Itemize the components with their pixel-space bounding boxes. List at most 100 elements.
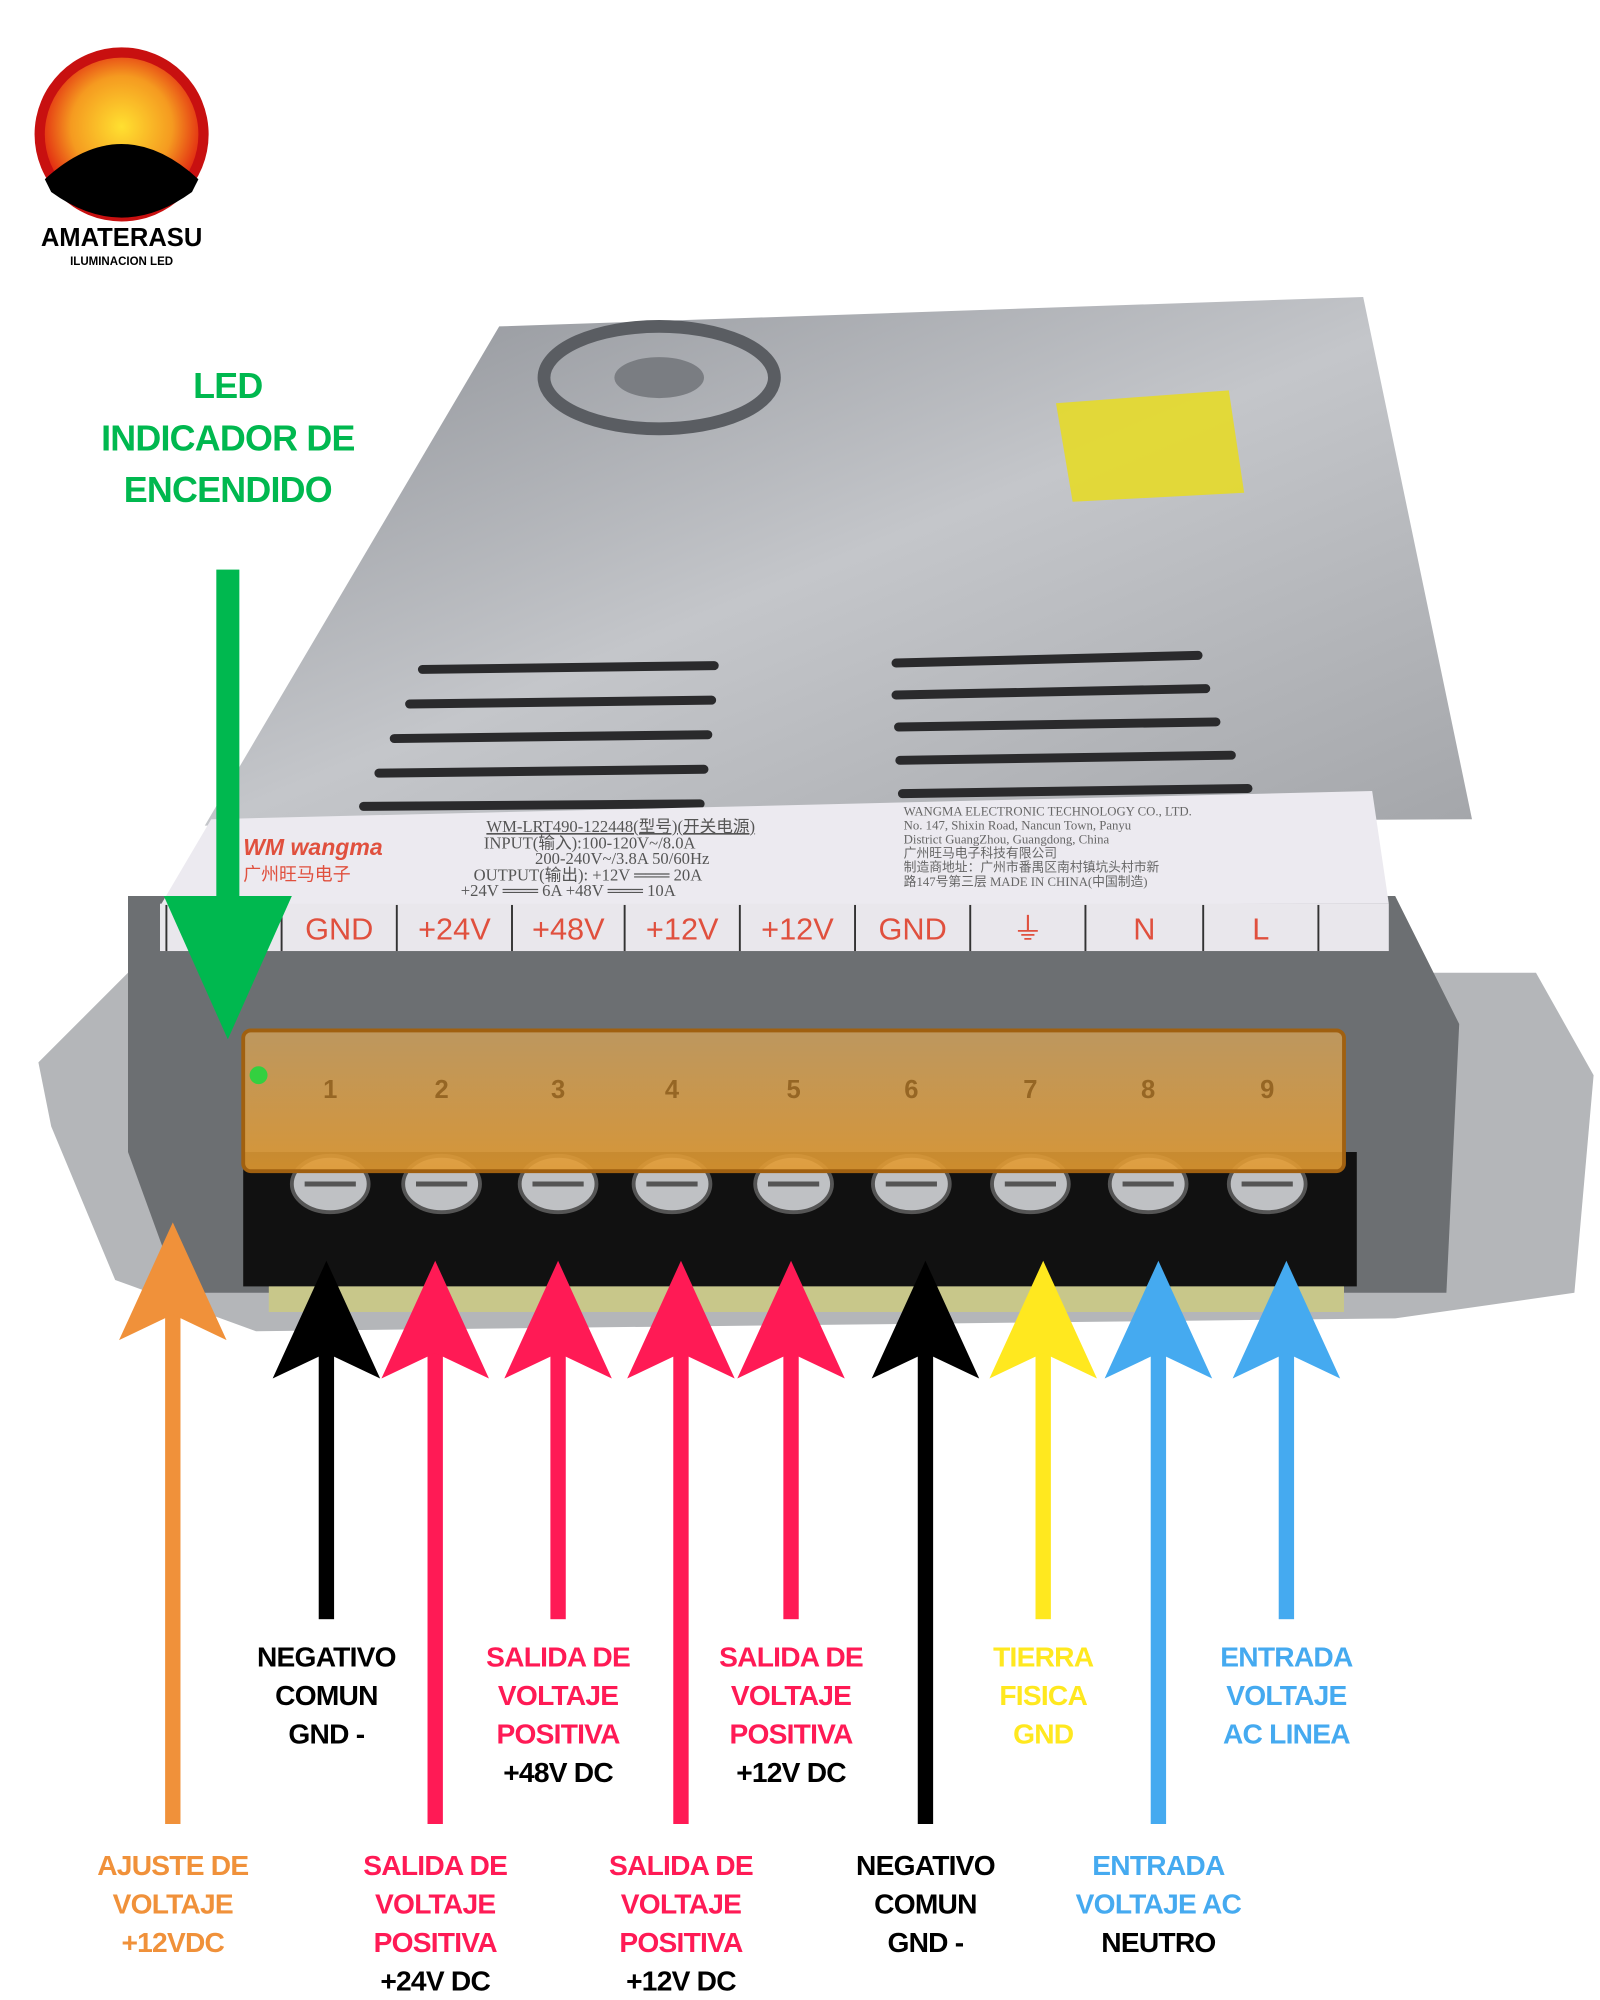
terminal-label: +24V xyxy=(418,912,491,947)
annotation-line: ENTRADA xyxy=(1092,1850,1225,1881)
arrow-shaft xyxy=(165,1312,181,1824)
amaterasu-logo: AMATERASU ILUMINACION LED xyxy=(34,47,209,268)
arrow-up-icon xyxy=(504,1260,612,1379)
terminal-number: 6 xyxy=(904,1076,918,1104)
annotation-entrada-neutro: ENTRADA VOLTAJE AC NEUTRO xyxy=(1076,1260,1242,1958)
annotation-line: VOLTAJE xyxy=(498,1680,618,1711)
arrow-up-icon xyxy=(737,1260,845,1379)
terminal-label: GND xyxy=(879,912,947,947)
annotation-line: GND xyxy=(1013,1718,1074,1749)
arrow-shaft xyxy=(318,1350,335,1620)
arrow-down-icon xyxy=(163,896,292,1040)
arrow-shaft xyxy=(783,1350,799,1620)
terminal-number: 4 xyxy=(665,1076,680,1104)
terminal-label: +12V xyxy=(761,912,834,947)
arrow-shaft xyxy=(427,1350,443,1824)
led-callout-line: LED xyxy=(193,366,262,406)
annotation-line: COMUN xyxy=(275,1680,378,1711)
logo-tagline: ILUMINACION LED xyxy=(70,256,173,268)
model-text: WM-LRT490-122448(型号)(开关电源) xyxy=(486,817,755,836)
annotation-line: AC LINEA xyxy=(1223,1718,1350,1749)
annotation-salida-24v: SALIDA DE VOLTAJE POSITIVA +24V DC xyxy=(363,1260,508,1996)
yellow-sticker xyxy=(1056,390,1245,502)
annotation-line: GND - xyxy=(288,1718,364,1749)
fan-grille-icon xyxy=(537,320,781,436)
annotation-line: VOLTAJE xyxy=(375,1889,495,1920)
annotation-line: POSITIVA xyxy=(496,1718,620,1749)
terminal-label: +48V xyxy=(532,912,605,947)
logo-name: AMATERASU xyxy=(41,224,203,252)
led-arrow-shaft xyxy=(216,569,240,903)
annotation-line: +12V DC xyxy=(736,1757,846,1788)
terminal-label: +12V xyxy=(646,912,719,947)
psu-top-face xyxy=(204,296,1472,826)
annotation-line: SALIDA DE xyxy=(609,1850,753,1881)
arrow-up-icon xyxy=(871,1260,980,1379)
arrow-up-icon xyxy=(1104,1260,1213,1379)
output1-text: OUTPUT(输出): +12V ═══ 20A xyxy=(474,866,703,885)
terminal-label: N xyxy=(1133,912,1155,947)
annotation-ajuste-voltaje: AJUSTE DE VOLTAJE +12VDC xyxy=(97,1222,249,1958)
arrow-up-icon xyxy=(989,1260,1097,1379)
annotation-line: SALIDA DE xyxy=(363,1850,507,1881)
terminal-number: 3 xyxy=(551,1076,565,1104)
fan-hub xyxy=(614,357,704,399)
brand-text: WM wangma xyxy=(243,834,383,860)
led-callout: LED INDICADOR DE ENCENDIDO xyxy=(101,366,355,1040)
annotation-line: NEUTRO xyxy=(1101,1927,1215,1958)
annotation-line: VOLTAJE xyxy=(1226,1680,1346,1711)
arrow-shaft xyxy=(550,1350,566,1620)
company-line: No. 147, Shixin Road, Nancun Town, Panyu xyxy=(904,818,1132,832)
company-line: 制造商地址：广州市番禺区南村镇坑头村市新 xyxy=(904,860,1160,875)
annotation-line: GND - xyxy=(887,1927,963,1958)
input2-text: 200-240V~/3.8A 50/60Hz xyxy=(535,849,709,868)
company-line: District GuangZhou, Guangdong, China xyxy=(904,833,1110,847)
annotation-line: AJUSTE DE xyxy=(97,1850,248,1881)
terminal-number: 2 xyxy=(434,1076,448,1104)
annotation-line: FISICA xyxy=(999,1680,1087,1711)
annotation-line: POSITIVA xyxy=(374,1927,498,1958)
annotation-line: VOLTAJE xyxy=(113,1889,233,1920)
terminal-label: ⏚ xyxy=(1012,912,1043,947)
annotation-line: +48V DC xyxy=(503,1757,613,1788)
input1-text: INPUT(输入):100-120V~/8.0A xyxy=(484,834,696,853)
company-line: 广州旺马电子科技有限公司 xyxy=(904,847,1057,861)
arrow-up-icon xyxy=(1232,1260,1341,1379)
annotation-line: TIERRA xyxy=(993,1642,1094,1673)
company-line: 路147号第三层 MADE IN CHINA(中国制造) xyxy=(904,874,1148,889)
arrow-up-icon xyxy=(381,1260,489,1379)
annotation-tierra-fisica: TIERRA FISICA GND xyxy=(989,1260,1097,1749)
arrow-shaft xyxy=(1035,1350,1051,1620)
terminal-cover[interactable] xyxy=(241,1028,1346,1174)
terminal-number: 8 xyxy=(1141,1076,1155,1104)
terminal-number: 1 xyxy=(323,1076,337,1104)
annotation-salida-48v: SALIDA DE VOLTAJE POSITIVA +48V DC xyxy=(486,1260,631,1788)
terminal-label-strip xyxy=(160,903,1389,952)
annotation-line: +24V DC xyxy=(380,1965,490,1996)
annotation-line: SALIDA DE xyxy=(486,1642,630,1673)
annotation-line: +12VDC xyxy=(121,1927,224,1958)
led-callout-line: INDICADOR DE xyxy=(101,419,355,459)
psu-label xyxy=(160,791,1389,907)
terminal-label: GND xyxy=(305,912,373,947)
annotation-line: SALIDA DE xyxy=(719,1642,863,1673)
annotation-line: +12V DC xyxy=(626,1965,736,1996)
annotation-line: NEGATIVO xyxy=(257,1642,396,1673)
annotation-line: VOLTAJE AC xyxy=(1076,1889,1242,1920)
arrow-shaft xyxy=(1278,1350,1295,1620)
annotation-line: POSITIVA xyxy=(619,1927,743,1958)
hill-icon xyxy=(44,144,199,218)
arrow-up-icon xyxy=(272,1260,381,1379)
arrow-up-icon xyxy=(119,1222,227,1341)
terminal-number: 9 xyxy=(1260,1076,1274,1104)
output2-text: +24V ═══ 6A +48V ═══ 10A xyxy=(461,881,676,900)
annotation-line: VOLTAJE xyxy=(731,1680,851,1711)
company-line: WANGMA ELECTRONIC TECHNOLOGY CO., LTD. xyxy=(904,804,1192,818)
arrow-shaft xyxy=(673,1350,689,1824)
